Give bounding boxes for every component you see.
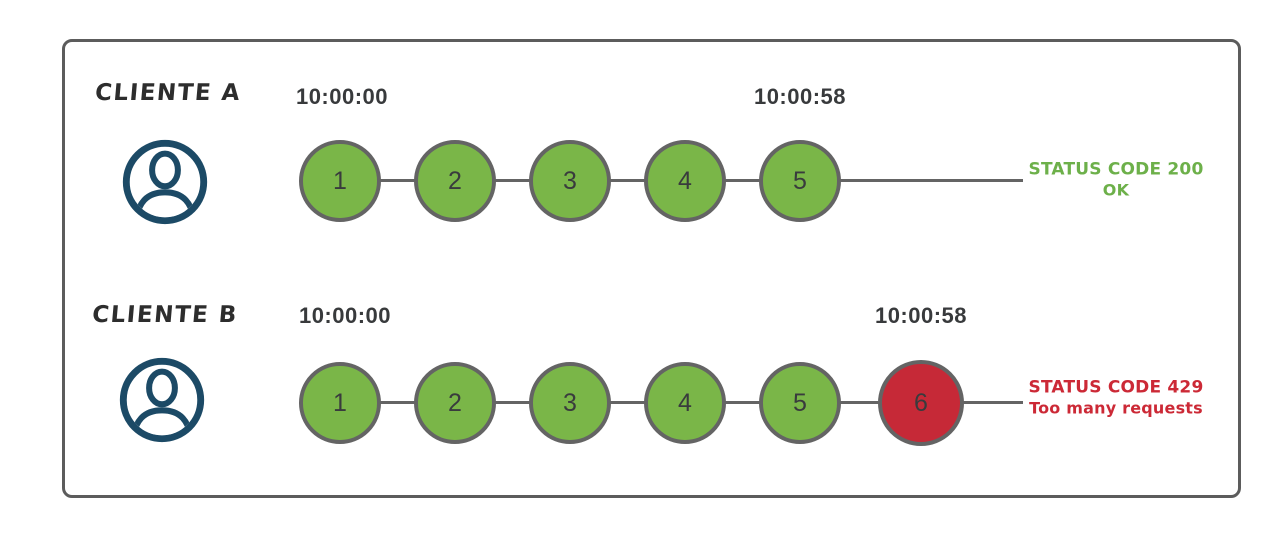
client-b-label: CLIENTE B bbox=[91, 302, 239, 328]
user-avatar-icon bbox=[119, 357, 205, 443]
timestamp-a-end: 10:00:58 bbox=[753, 84, 847, 109]
client-a-label: CLIENTE A bbox=[93, 80, 243, 106]
request-circle-3: 3 bbox=[529, 140, 611, 222]
request-circle-2: 2 bbox=[414, 362, 496, 444]
request-circle-6: 6 bbox=[878, 360, 964, 446]
request-circle-5: 5 bbox=[759, 362, 841, 444]
user-avatar-icon bbox=[122, 139, 208, 225]
request-circle-5: 5 bbox=[759, 140, 841, 222]
timestamp-a-start: 10:00:00 bbox=[295, 84, 389, 109]
request-circle-1: 1 bbox=[299, 140, 381, 222]
request-circle-4: 4 bbox=[644, 140, 726, 222]
request-circle-4: 4 bbox=[644, 362, 726, 444]
status-a: STATUS CODE 200 OK bbox=[1026, 159, 1206, 202]
request-circle-2: 2 bbox=[414, 140, 496, 222]
timestamp-b-end: 10:00:58 bbox=[874, 303, 968, 328]
status-b-message: Too many requests bbox=[1029, 398, 1203, 418]
diagram-border bbox=[62, 39, 1241, 498]
request-circle-3: 3 bbox=[529, 362, 611, 444]
status-b-code: STATUS CODE 429 bbox=[1028, 377, 1204, 398]
status-a-message: OK bbox=[1102, 180, 1130, 200]
request-circle-1: 1 bbox=[299, 362, 381, 444]
timestamp-b-start: 10:00:00 bbox=[298, 303, 392, 328]
status-b: STATUS CODE 429 Too many requests bbox=[1026, 377, 1206, 420]
status-a-code: STATUS CODE 200 bbox=[1028, 159, 1204, 180]
